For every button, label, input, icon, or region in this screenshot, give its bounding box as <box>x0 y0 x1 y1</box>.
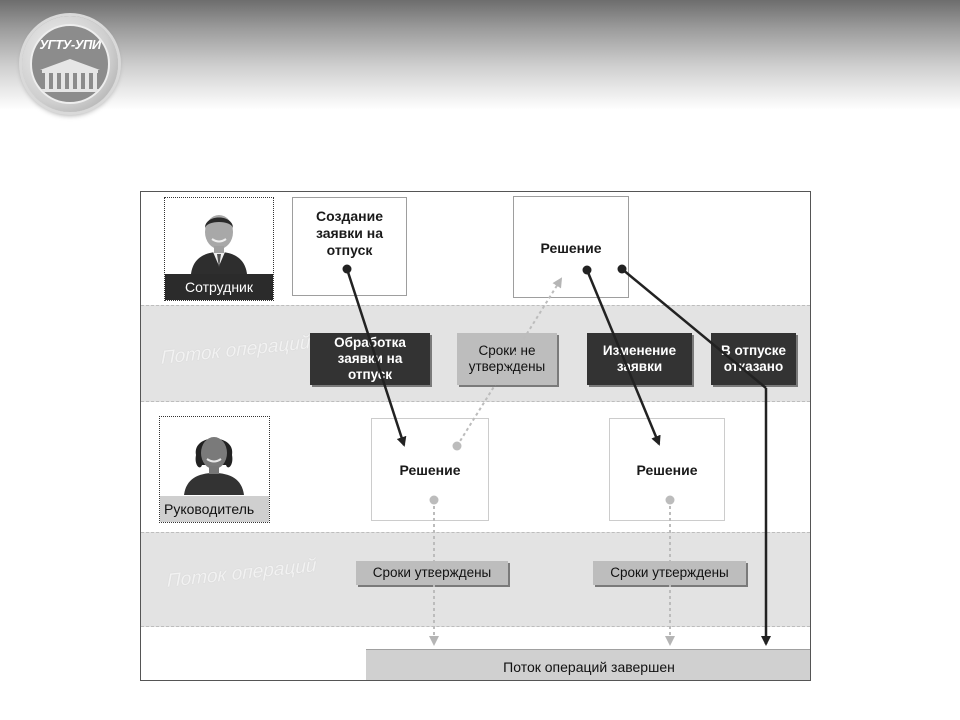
tag-processing: Обработка заявки на отпуск <box>310 333 430 385</box>
connector-lines <box>342 264 771 646</box>
tag-change-request: Изменение заявки <box>587 333 692 385</box>
connector-not-approved <box>452 277 563 451</box>
header-band <box>0 0 960 110</box>
logo-text: УГТУ-УПИ <box>39 37 101 52</box>
decision-right-text: Решение <box>636 462 698 478</box>
workflow-diagram: Поток операций Поток операций Сотрудник … <box>140 191 811 681</box>
decision-top-text: Решение <box>540 240 602 256</box>
create-request-text: Создание заявки на отпуск <box>315 208 384 258</box>
university-logo: УГТУ-УПИ <box>22 16 118 112</box>
building-icon <box>40 59 100 92</box>
employee-avatar <box>191 215 247 274</box>
connector-approved-right <box>665 495 675 646</box>
tag-dates-not-approved: Сроки не утверждены <box>457 333 557 385</box>
decision-box-top: Решение <box>513 196 629 298</box>
connector-leave-denied <box>617 264 771 646</box>
logo-emblem: УГТУ-УПИ <box>30 24 110 104</box>
employee-label: Сотрудник <box>165 274 273 300</box>
manager-label: Руководитель <box>160 496 269 522</box>
connector-create-to-decision <box>342 264 407 447</box>
connector-approved-left <box>429 495 439 646</box>
workflow-finish-bar: Поток операций завершен <box>366 649 810 680</box>
manager-persona: Руководитель <box>159 416 270 523</box>
connector-change-request <box>582 265 661 446</box>
manager-avatar <box>184 437 244 495</box>
employee-persona: Сотрудник <box>164 197 274 301</box>
decision-left-text: Решение <box>399 462 461 478</box>
decision-box-right: Решение <box>609 418 725 521</box>
tag-dates-approved-1: Сроки утверждены <box>356 561 508 585</box>
decision-box-left: Решение <box>371 418 489 521</box>
finish-text: Поток операций завершен <box>503 658 675 675</box>
